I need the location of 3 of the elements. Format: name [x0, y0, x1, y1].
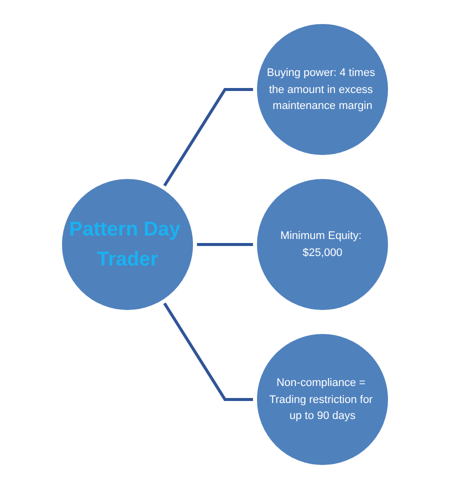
connector — [195, 242, 255, 246]
connector — [162, 300, 255, 400]
connector — [162, 88, 255, 188]
